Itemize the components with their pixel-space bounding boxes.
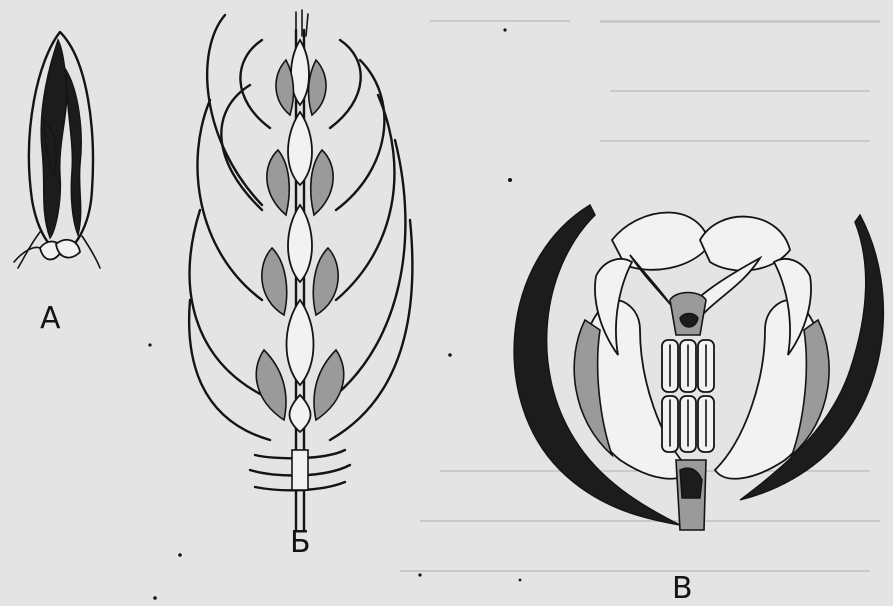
panel-c-label: В <box>672 571 693 606</box>
panel-a-spikelet <box>14 32 100 268</box>
panel-a-label: А <box>40 301 61 336</box>
panel-c-flower <box>514 205 883 530</box>
panel-b-label: Б <box>290 525 311 560</box>
panel-b-spike <box>189 10 412 530</box>
